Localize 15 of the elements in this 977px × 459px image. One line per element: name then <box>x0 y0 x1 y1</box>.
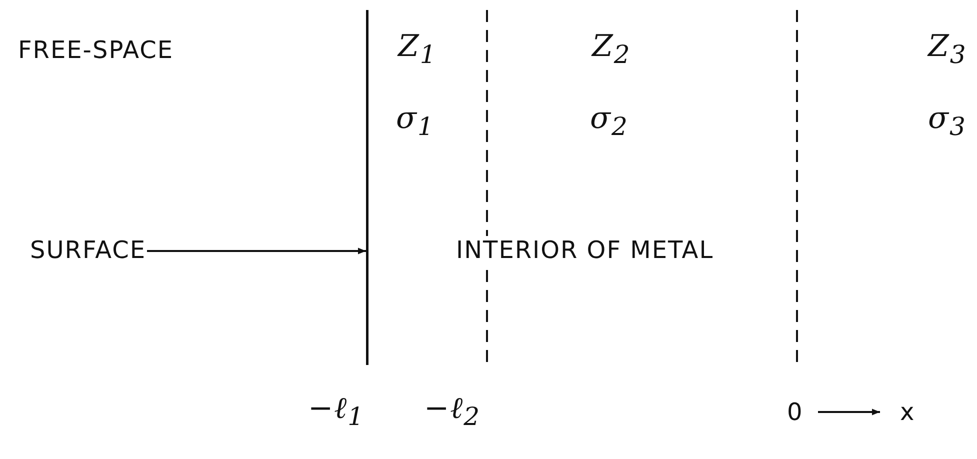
impedance-symbol: Z$_{1}$ <box>398 30 437 71</box>
position-label: 0 <box>787 398 804 426</box>
arrow <box>147 248 366 254</box>
conductivity-symbol: σ$_{1}$ <box>396 102 434 143</box>
position-label: −ℓ$_{1}$ <box>308 392 365 433</box>
surface-label: SURFACE <box>30 236 146 264</box>
impedance-symbol: Z$_{2}$ <box>592 30 631 71</box>
impedance-symbol: Z$_{3}$ <box>928 30 967 71</box>
conductivity-symbol: σ$_{2}$ <box>590 102 628 143</box>
position-label: −ℓ$_{2}$ <box>424 392 481 433</box>
surface-line <box>366 10 368 365</box>
region-label: INTERIOR OF METAL <box>456 236 714 264</box>
conductivity-symbol: σ$_{3}$ <box>928 102 966 143</box>
region-label: FREE-SPACE <box>18 36 174 64</box>
axis-label: x <box>900 398 916 426</box>
